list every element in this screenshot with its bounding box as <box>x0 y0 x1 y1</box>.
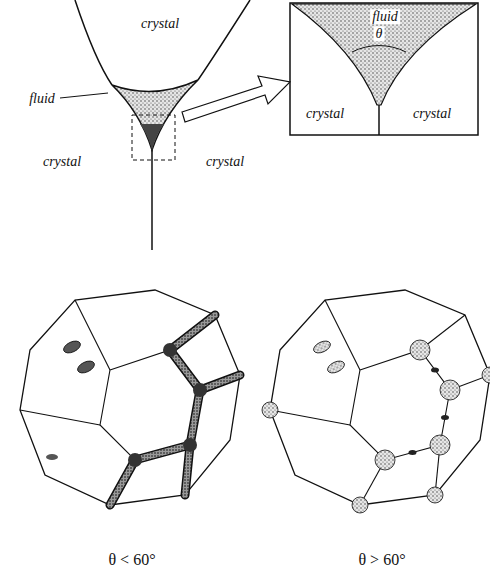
region-label: crystal <box>206 154 244 169</box>
grain-junction <box>60 0 290 250</box>
region-label: crystal <box>413 106 451 121</box>
region-label: fluid <box>370 9 400 24</box>
grain-polyhedron <box>20 290 240 505</box>
grain-polyhedron <box>262 290 490 513</box>
region-label: crystal <box>43 154 81 169</box>
region-label: θ <box>374 26 385 41</box>
region-label: crystal <box>141 16 179 31</box>
caption-label: θ < 60° <box>108 551 155 569</box>
caption-label: θ > 60° <box>358 551 405 569</box>
zoom-panel <box>290 3 478 135</box>
region-label: fluid <box>27 91 57 106</box>
region-label: crystal <box>306 106 344 121</box>
